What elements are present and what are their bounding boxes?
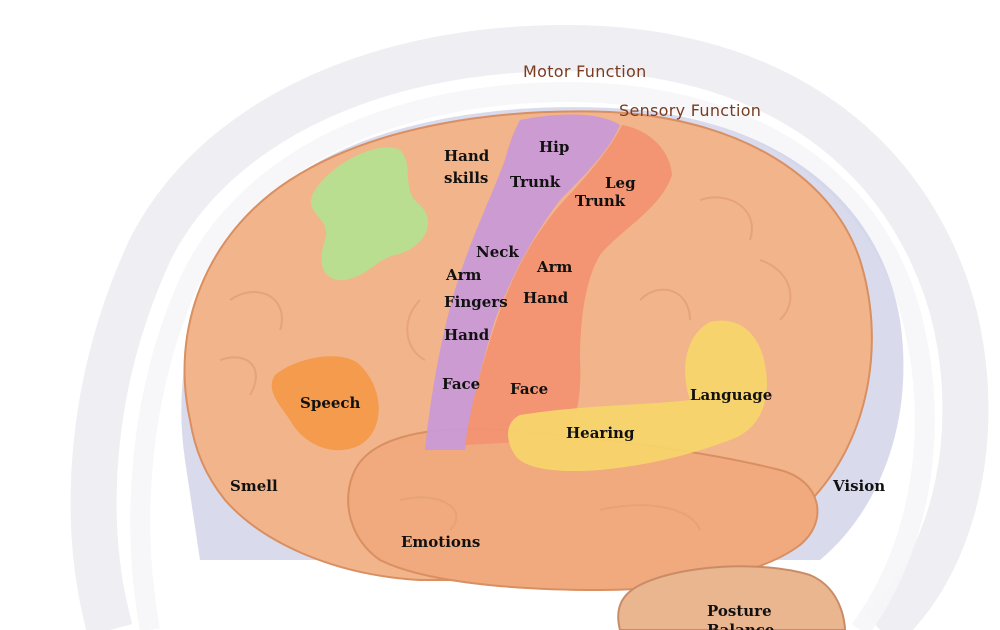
label-hand-sensory: Hand (523, 289, 569, 307)
cerebellum (617, 565, 847, 630)
label-speech: Speech (300, 394, 361, 412)
label-posture: Posture (707, 602, 772, 620)
skull-outline (70, 24, 989, 630)
label-hand-skills-2: skills (444, 169, 489, 187)
label-face-motor: Face (442, 375, 481, 393)
label-hand-skills-1: Hand (444, 147, 490, 165)
label-hand-motor: Hand (444, 326, 490, 344)
language-hearing-region (508, 320, 767, 472)
label-hearing: Hearing (566, 424, 635, 442)
hand-skills-premotor-region (310, 147, 429, 281)
label-face-sensory: Face (510, 380, 549, 398)
speech-region (271, 356, 379, 451)
motor-strip (425, 114, 620, 450)
label-arm-sensory: Arm (537, 258, 573, 276)
sensory-function-header: Sensory Function (619, 101, 762, 120)
motor-function-header: Motor Function (523, 62, 647, 81)
label-trunk-motor: Trunk (510, 173, 561, 191)
label-neck: Neck (476, 243, 519, 261)
label-hip: Hip (539, 138, 570, 156)
label-balance: Balance (707, 621, 775, 630)
label-emotions: Emotions (401, 533, 481, 551)
label-vision: Vision (833, 477, 886, 495)
skull-inner (130, 81, 935, 630)
sensory-strip (465, 125, 672, 445)
label-smell: Smell (230, 477, 278, 495)
gyri-texture (219, 196, 792, 531)
label-leg: Leg (605, 174, 636, 192)
label-arm-motor: Arm (446, 266, 482, 284)
label-fingers: Fingers (444, 293, 508, 311)
label-trunk-sensory: Trunk (575, 192, 626, 210)
label-language: Language (690, 386, 773, 404)
